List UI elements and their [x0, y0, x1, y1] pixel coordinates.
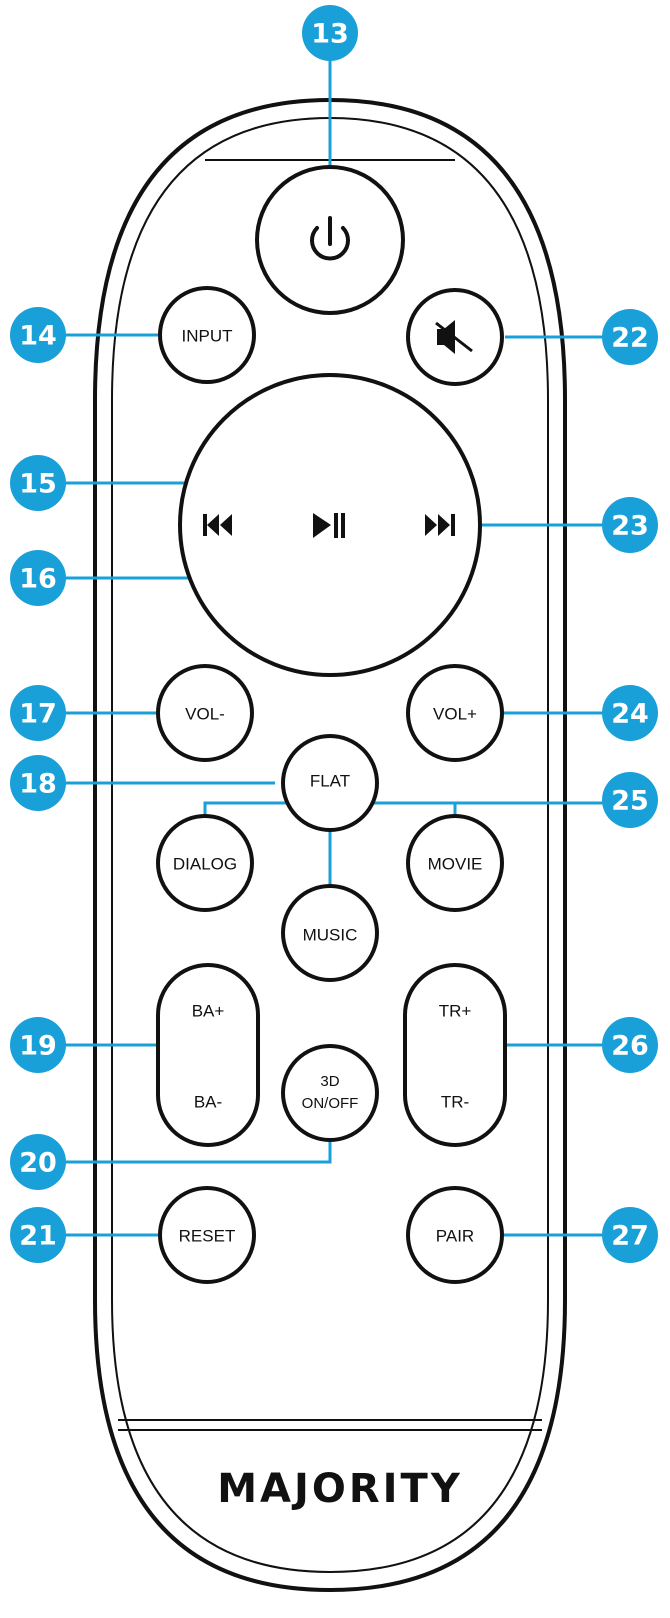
music-label: MUSIC [303, 925, 358, 944]
next-track-icon [425, 514, 455, 536]
brand-logo: MAJORITY [217, 1466, 463, 1512]
input-label: INPUT [182, 326, 233, 345]
svg-text:13: 13 [311, 19, 349, 50]
callout-15: 15 [10, 455, 66, 511]
callout-17: 17 [10, 685, 66, 741]
remote-body-inner [111, 116, 549, 1574]
mute-button[interactable] [406, 288, 504, 386]
play-pause-icon [313, 513, 345, 538]
svg-text:22: 22 [611, 323, 649, 354]
power-button[interactable] [255, 165, 405, 315]
power-icon [310, 216, 350, 261]
reset-button[interactable]: RESET [158, 1186, 256, 1284]
callout-27: 27 [602, 1207, 658, 1263]
treble-minus-label: TR- [441, 1092, 469, 1111]
callout-13: 13 [302, 5, 358, 61]
pair-button[interactable]: PAIR [406, 1186, 504, 1284]
treble-rocker[interactable]: TR+ TR- [403, 963, 507, 1147]
previous-track-button[interactable] [203, 514, 232, 536]
mute-icon [435, 320, 473, 354]
svg-text:15: 15 [19, 469, 57, 500]
dialog-label: DIALOG [173, 854, 237, 873]
dialog-button[interactable]: DIALOG [156, 814, 254, 912]
previous-track-icon [203, 514, 232, 536]
vol-plus-button[interactable]: VOL+ [406, 664, 504, 762]
callout-24: 24 [602, 685, 658, 741]
flat-label: FLAT [310, 771, 350, 790]
music-button[interactable]: MUSIC [281, 884, 379, 982]
play-pause-button[interactable] [313, 513, 345, 538]
3d-label-line1: 3D [320, 1073, 339, 1090]
callout-21: 21 [10, 1207, 66, 1263]
callout-23: 23 [602, 497, 658, 553]
reset-label: RESET [179, 1226, 236, 1245]
3d-label-line2: ON/OFF [302, 1095, 359, 1112]
svg-text:16: 16 [19, 564, 57, 595]
svg-text:19: 19 [19, 1031, 57, 1062]
callout-19: 19 [10, 1017, 66, 1073]
svg-text:27: 27 [611, 1221, 649, 1252]
callout-20: 20 [10, 1134, 66, 1190]
next-track-button[interactable] [425, 514, 455, 536]
movie-label: MOVIE [428, 854, 483, 873]
pair-label: PAIR [436, 1226, 474, 1245]
callout-25: 25 [602, 772, 658, 828]
vol-plus-label: VOL+ [433, 704, 477, 723]
svg-text:24: 24 [611, 699, 649, 730]
callout-16: 16 [10, 550, 66, 606]
svg-text:21: 21 [19, 1221, 57, 1252]
callout-22: 22 [602, 309, 658, 365]
svg-text:23: 23 [611, 511, 649, 542]
bass-minus-label: BA- [194, 1092, 222, 1111]
flat-button[interactable]: FLAT [281, 734, 379, 832]
bass-plus-label: BA+ [192, 1001, 225, 1020]
callout-14: 14 [10, 307, 66, 363]
callout-18: 18 [10, 755, 66, 811]
vol-minus-label: VOL- [185, 704, 225, 723]
bass-rocker[interactable]: BA+ BA- [156, 963, 260, 1147]
svg-text:17: 17 [19, 699, 57, 730]
3d-button[interactable]: 3D ON/OFF [281, 1044, 379, 1142]
treble-plus-label: TR+ [439, 1001, 472, 1020]
svg-text:18: 18 [19, 769, 57, 800]
svg-text:20: 20 [19, 1148, 57, 1179]
input-button[interactable]: INPUT [158, 286, 256, 384]
movie-button[interactable]: MOVIE [406, 814, 504, 912]
svg-text:26: 26 [611, 1031, 649, 1062]
svg-text:14: 14 [19, 321, 57, 352]
callout-26: 26 [602, 1017, 658, 1073]
svg-text:25: 25 [611, 786, 649, 817]
vol-minus-button[interactable]: VOL- [156, 664, 254, 762]
